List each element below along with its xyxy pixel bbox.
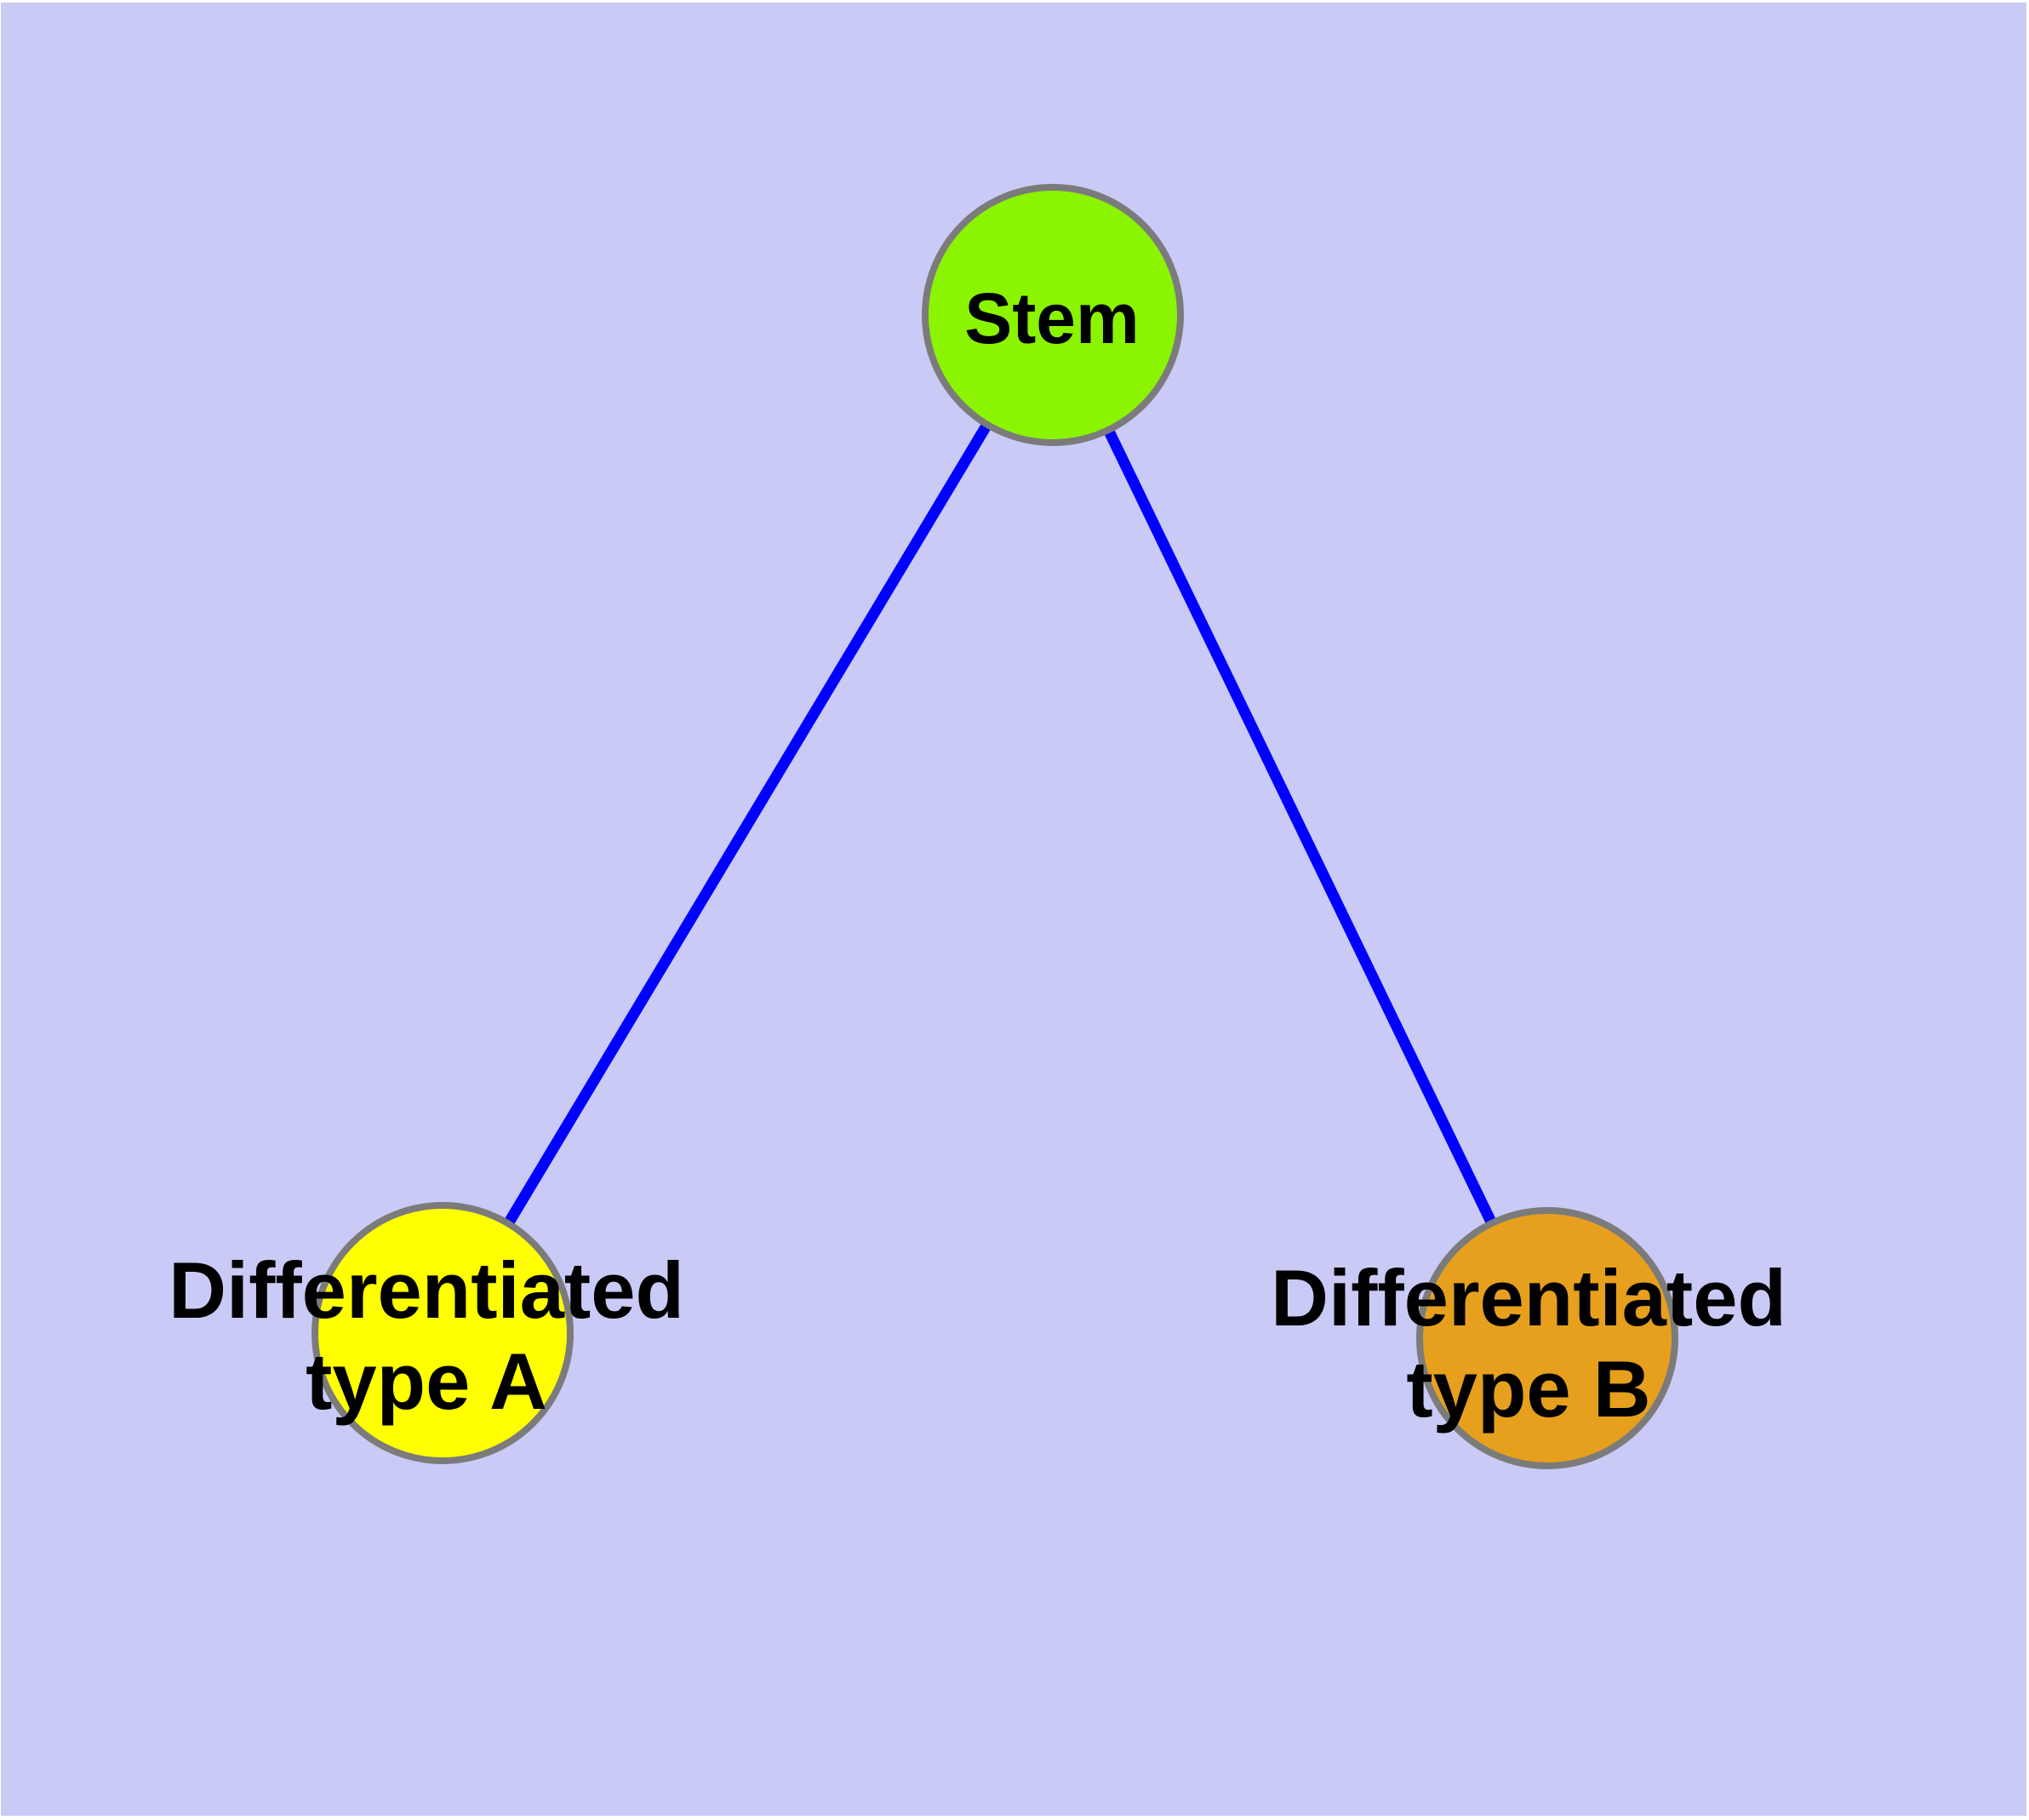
edge-stem-to-type-a[interactable]: [437, 312, 1058, 1336]
node-differentiated-type-a[interactable]: [311, 1202, 574, 1464]
edge-stem-to-type-b[interactable]: [1048, 312, 1552, 1341]
node-differentiated-type-b[interactable]: [1416, 1207, 1678, 1469]
node-stem[interactable]: [922, 184, 1184, 446]
